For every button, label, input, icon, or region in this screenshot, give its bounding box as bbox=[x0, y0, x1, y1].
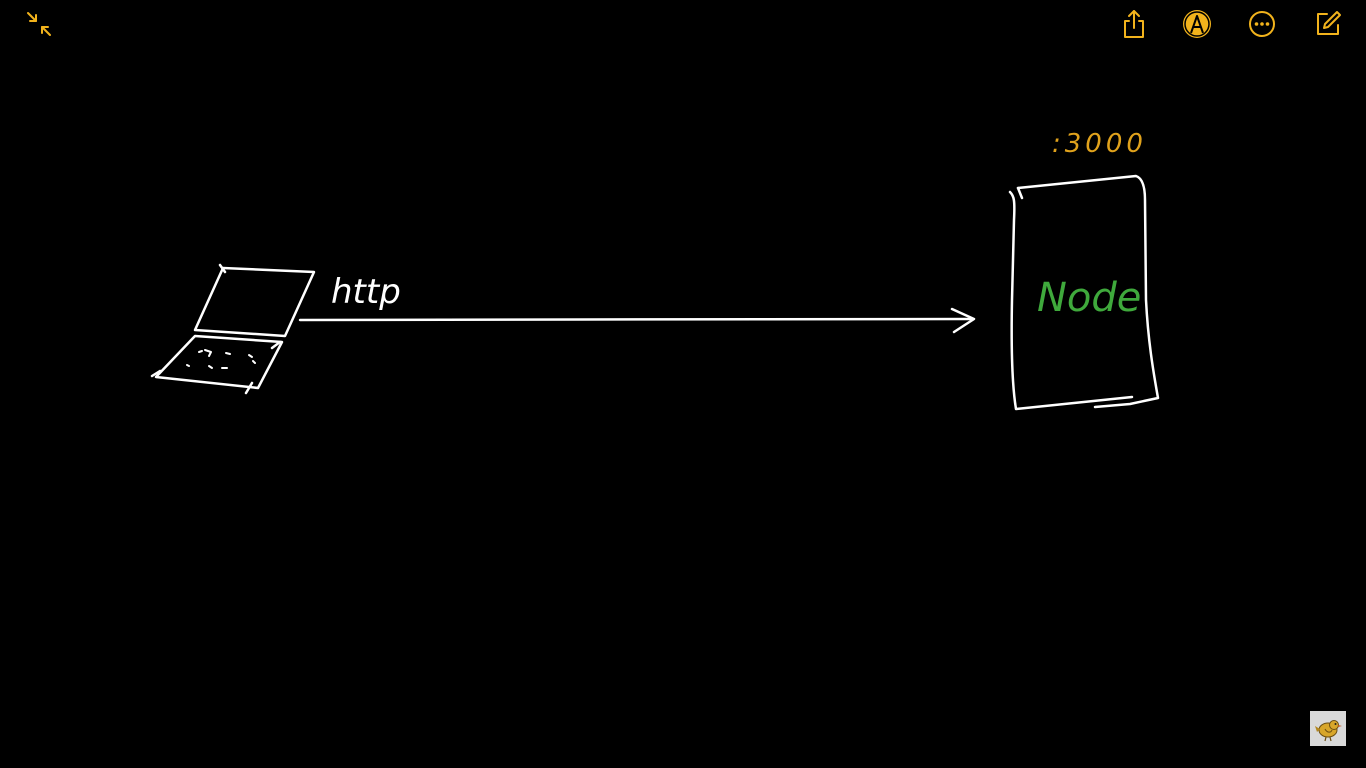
server-label: Node bbox=[1037, 275, 1141, 321]
ellipsis-circle-icon bbox=[1249, 11, 1275, 37]
protocol-label: http bbox=[331, 272, 401, 312]
node-server-box bbox=[1008, 174, 1160, 411]
port-label: :3000 bbox=[1052, 129, 1147, 159]
share-button[interactable] bbox=[1118, 8, 1150, 40]
arrows-collapse-icon bbox=[27, 12, 51, 36]
more-button[interactable] bbox=[1246, 8, 1278, 40]
laptop-sketch bbox=[150, 263, 316, 395]
pen-markup-icon bbox=[1183, 10, 1211, 38]
corner-badge[interactable] bbox=[1310, 711, 1346, 746]
collapse-button[interactable] bbox=[23, 8, 55, 40]
request-arrow bbox=[298, 307, 976, 334]
compose-icon bbox=[1317, 11, 1341, 35]
http-label: http bbox=[331, 272, 401, 312]
markup-button[interactable] bbox=[1181, 8, 1213, 40]
compose-button[interactable] bbox=[1312, 8, 1344, 40]
share-icon bbox=[1124, 10, 1144, 38]
bird-icon bbox=[1315, 719, 1342, 741]
